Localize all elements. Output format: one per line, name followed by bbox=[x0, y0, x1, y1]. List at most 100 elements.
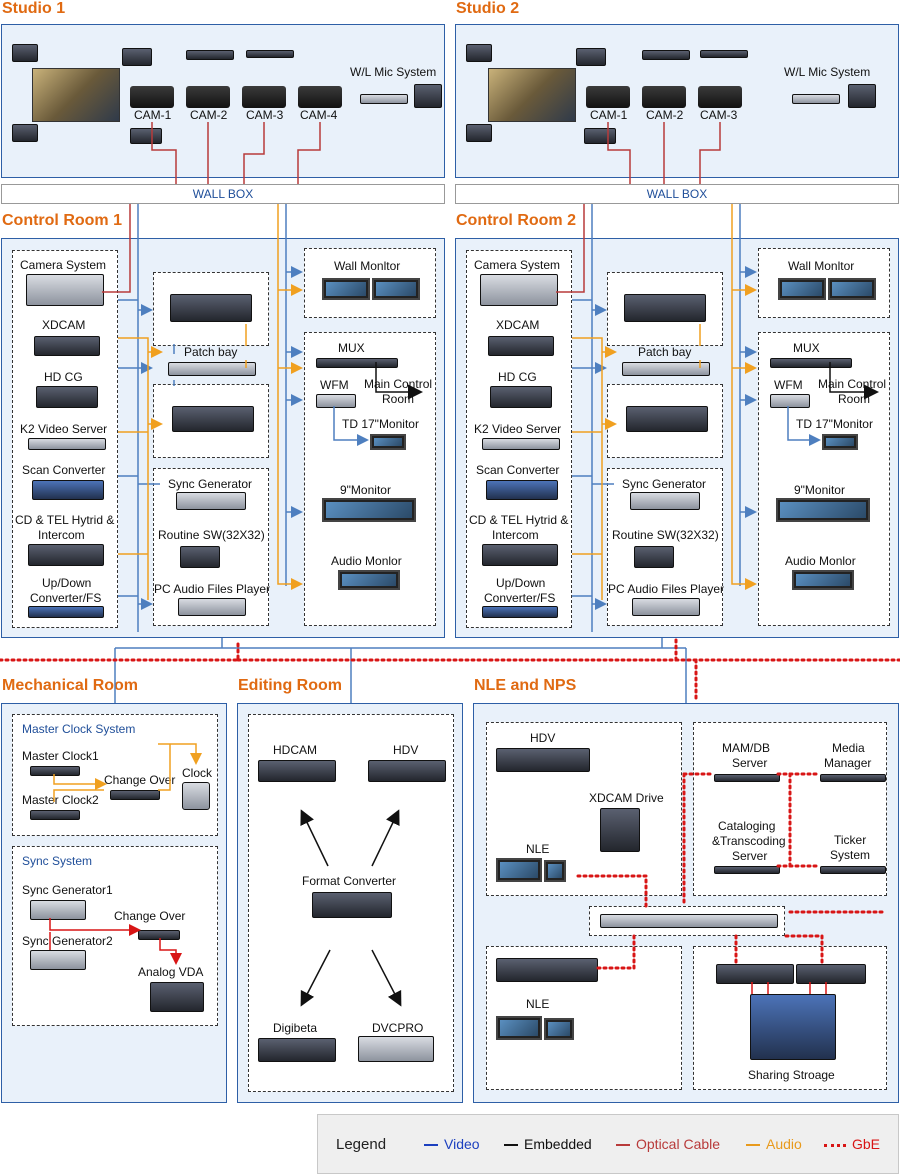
analog-vda-label: Analog VDA bbox=[138, 965, 204, 979]
sync-generator-device bbox=[176, 492, 246, 510]
cataloging-label: Cataloging bbox=[718, 819, 776, 833]
camera-system-label: Camera System bbox=[474, 258, 561, 272]
td-monitor-screen bbox=[822, 434, 858, 450]
tally-display bbox=[642, 50, 690, 60]
studio-light-icon bbox=[466, 44, 492, 62]
pc-audio-label: PC Audio Files Player bbox=[154, 582, 271, 596]
legend-audio: Audio bbox=[746, 1136, 802, 1152]
speaker-icon bbox=[414, 84, 442, 108]
routine-sw-device bbox=[634, 546, 674, 568]
studio-light-icon bbox=[12, 44, 38, 62]
cam-label: CAM-1 bbox=[134, 108, 172, 122]
updown-label: Up/Down bbox=[496, 576, 546, 590]
nine-monitor-screen bbox=[776, 498, 870, 522]
camera-icon bbox=[642, 86, 686, 108]
audio-monitor-label: Audio Monlor bbox=[331, 554, 402, 568]
scan-converter-device bbox=[32, 480, 104, 500]
nle2-monitor bbox=[496, 1016, 542, 1040]
master-clock1-device bbox=[30, 766, 80, 776]
sync-generator-device bbox=[630, 492, 700, 510]
intercom-label: Intercom bbox=[492, 528, 539, 542]
legend-embedded: Embedded bbox=[504, 1136, 592, 1152]
editing-room-title: Editing Room bbox=[238, 677, 342, 694]
xdcam-drive-device bbox=[600, 808, 640, 852]
mux-label: MUX bbox=[338, 341, 365, 355]
patch-bay-label: Patch bay bbox=[638, 345, 692, 359]
storage-controller bbox=[716, 964, 794, 984]
td-monitor-label: TD 17"Monitor bbox=[342, 417, 419, 431]
k2-label: K2 Video Server bbox=[474, 422, 562, 436]
cam-label: CAM-3 bbox=[700, 108, 738, 122]
legend-box bbox=[317, 1114, 899, 1174]
wall-box-2: WALL BOX bbox=[455, 184, 899, 204]
hdv-label: HDV bbox=[393, 743, 419, 757]
pc-audio-device bbox=[178, 598, 246, 616]
legend-video: Video bbox=[424, 1136, 480, 1152]
wall-monitor-screen bbox=[778, 278, 826, 300]
patch-bay-device bbox=[168, 362, 256, 376]
hdcg-label: HD CG bbox=[498, 370, 537, 384]
camera-system-device bbox=[480, 274, 558, 306]
wall-monitor-screen bbox=[372, 278, 420, 300]
studio-light-icon bbox=[466, 124, 492, 142]
audio-mixer-device bbox=[172, 406, 254, 432]
studio-photo bbox=[32, 68, 120, 122]
media-label: Media bbox=[832, 741, 865, 755]
sync-system-title: Sync System bbox=[22, 854, 93, 868]
nine-monitor-label: 9"Monitor bbox=[794, 483, 845, 497]
audio-monitor-screen bbox=[792, 570, 854, 590]
nine-monitor-screen bbox=[322, 498, 416, 522]
xdcam-device bbox=[34, 336, 100, 356]
cam-label: CAM-3 bbox=[246, 108, 284, 122]
intercom-label: Intercom bbox=[38, 528, 85, 542]
tally-display bbox=[246, 50, 294, 58]
intercom-device bbox=[28, 544, 104, 566]
control-room1-title: Control Room 1 bbox=[2, 212, 122, 229]
wall-box-1: WALL BOX bbox=[1, 184, 445, 204]
cam-label: CAM-4 bbox=[300, 108, 338, 122]
sharing-storage-device bbox=[750, 994, 836, 1060]
nle1-monitor bbox=[544, 860, 566, 882]
mechanical-room-title: Mechanical Room bbox=[2, 677, 139, 694]
storage-controller bbox=[796, 964, 866, 984]
gbe-line-icon bbox=[824, 1143, 846, 1147]
camera-icon bbox=[130, 86, 174, 108]
routine-sw-device bbox=[180, 546, 220, 568]
mic-receiver bbox=[360, 94, 408, 104]
speaker-icon bbox=[848, 84, 876, 108]
audio-monitor-screen bbox=[338, 570, 400, 590]
cam-label: CAM-2 bbox=[646, 108, 684, 122]
master-clock2-device bbox=[30, 810, 80, 820]
digibeta-label: Digibeta bbox=[273, 1021, 318, 1035]
ticker-label: Ticker bbox=[834, 833, 867, 847]
hdcam-label: HDCAM bbox=[273, 743, 317, 757]
cam-label: CAM-1 bbox=[590, 108, 628, 122]
hdv-device bbox=[368, 760, 446, 782]
legend-gbe: GbE bbox=[824, 1136, 880, 1152]
sync-generator2-device bbox=[30, 950, 86, 970]
switcher-device bbox=[170, 294, 252, 322]
tally-display bbox=[186, 50, 234, 60]
tally-display bbox=[700, 50, 748, 58]
sync-changeover-label: Change Over bbox=[114, 909, 186, 923]
studio-light-icon bbox=[130, 128, 162, 144]
nle1-label: NLE bbox=[526, 842, 550, 856]
nle2-label: NLE bbox=[526, 997, 550, 1011]
mux-label: MUX bbox=[793, 341, 820, 355]
media-manager-label: Manager bbox=[824, 756, 872, 770]
scan-converter-label: Scan Converter bbox=[476, 463, 560, 477]
camera-icon bbox=[586, 86, 630, 108]
mux-device bbox=[770, 358, 852, 368]
wl-mic-label: W/L Mic System bbox=[350, 65, 437, 79]
k2-label: K2 Video Server bbox=[20, 422, 108, 436]
nle2-monitor bbox=[544, 1018, 574, 1040]
clock-icon bbox=[182, 782, 210, 810]
nine-monitor-label: 9"Monitor bbox=[340, 483, 391, 497]
mam-label: MAM/DB bbox=[722, 741, 770, 755]
wfm-label: WFM bbox=[774, 378, 803, 392]
sync-generator-label: Sync Generator bbox=[168, 477, 253, 491]
sync-generator2-label: Sync Generator2 bbox=[22, 934, 113, 948]
td-monitor-label: TD 17"Monitor bbox=[796, 417, 873, 431]
nle2-deck-device bbox=[496, 958, 598, 982]
